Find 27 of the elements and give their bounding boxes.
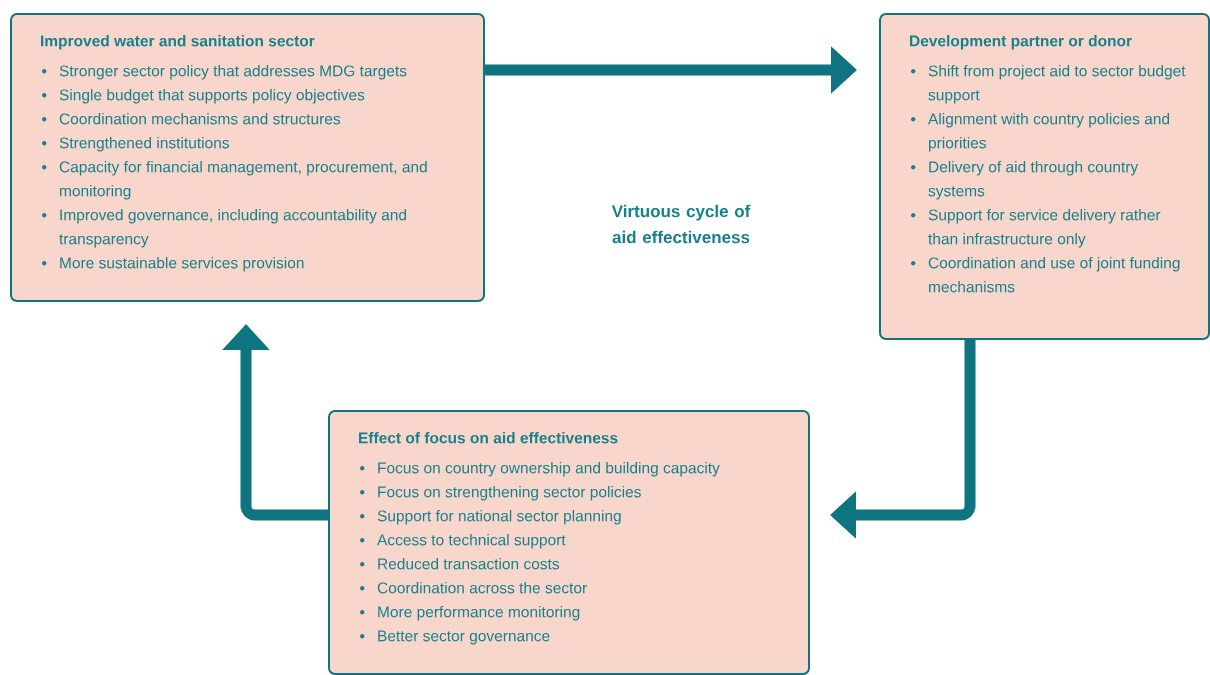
bullet-item: Coordination and use of joint funding mechanisms: [928, 257, 1180, 293]
box-heading: Effect of focus on aid effectiveness: [359, 432, 618, 444]
bullet-item: Capacity for financial management, procurement, and monitoring: [59, 161, 427, 200]
bullet-item: Coordination across the sector: [377, 582, 587, 594]
bullet-item: Support for service delivery rather than infrastructure only: [928, 209, 1161, 248]
bullet-item: Strengthened institutions: [59, 137, 229, 152]
bullet-item: Better sector governance: [378, 630, 550, 645]
info-box: [328, 410, 810, 675]
bullet-item: Access to technical support: [377, 534, 566, 549]
box-heading: Development partner or donor: [910, 35, 1132, 50]
bullet-item: Shift from project aid to sector budget support: [928, 65, 1186, 104]
bullet-item: Delivery of aid through country systems: [928, 161, 1139, 200]
bullet-item: Improved governance, including accountability and transparency: [59, 209, 407, 248]
bullet-item: More performance monitoring: [378, 606, 580, 621]
bullet-item: Alignment with country policies and priorities: [928, 113, 1170, 152]
info-box: [10, 13, 485, 302]
bullet-item: Focus on strengthening sector policies: [378, 486, 641, 501]
bullet-item: Focus on country ownership and building capacity: [378, 462, 720, 477]
bullet-item: Stronger sector policy that addresses MDG targets: [59, 65, 407, 80]
box-heading: Improved water and sanitation sector: [41, 35, 315, 50]
bullet-item: More sustainable services provision: [60, 257, 304, 272]
bullet-item: Single budget that supports policy objectives: [59, 89, 365, 104]
bullet-item: Support for national sector planning: [377, 510, 621, 525]
center-label: Virtuous cycle of aid effectiveness: [611, 204, 751, 244]
bullet-item: Coordination mechanisms and structures: [59, 113, 341, 125]
info-box: [879, 13, 1210, 340]
bullet-item: Reduced transaction costs: [378, 558, 560, 570]
